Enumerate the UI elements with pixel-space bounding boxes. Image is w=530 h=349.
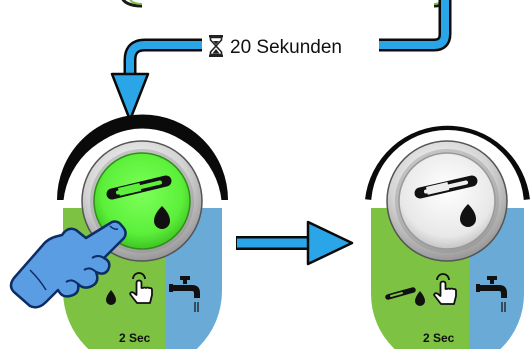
timer-label: 20 Sekunden	[230, 37, 342, 58]
timer-label-group: 20 Sekunden	[209, 35, 342, 58]
dispense-button-idle[interactable]	[399, 153, 495, 249]
panel-pressed: 2 Sec	[11, 122, 222, 349]
panel-idle: 2 Sec	[371, 130, 524, 349]
top-partial-elements	[122, 0, 448, 6]
transition-arrow	[236, 222, 352, 264]
arrow-head-down	[112, 74, 148, 120]
hold-duration-label: 2 Sec	[423, 331, 455, 345]
hourglass-icon	[209, 35, 223, 57]
timer-arrow	[112, 0, 445, 120]
hold-duration-label: 2 Sec	[119, 331, 151, 345]
